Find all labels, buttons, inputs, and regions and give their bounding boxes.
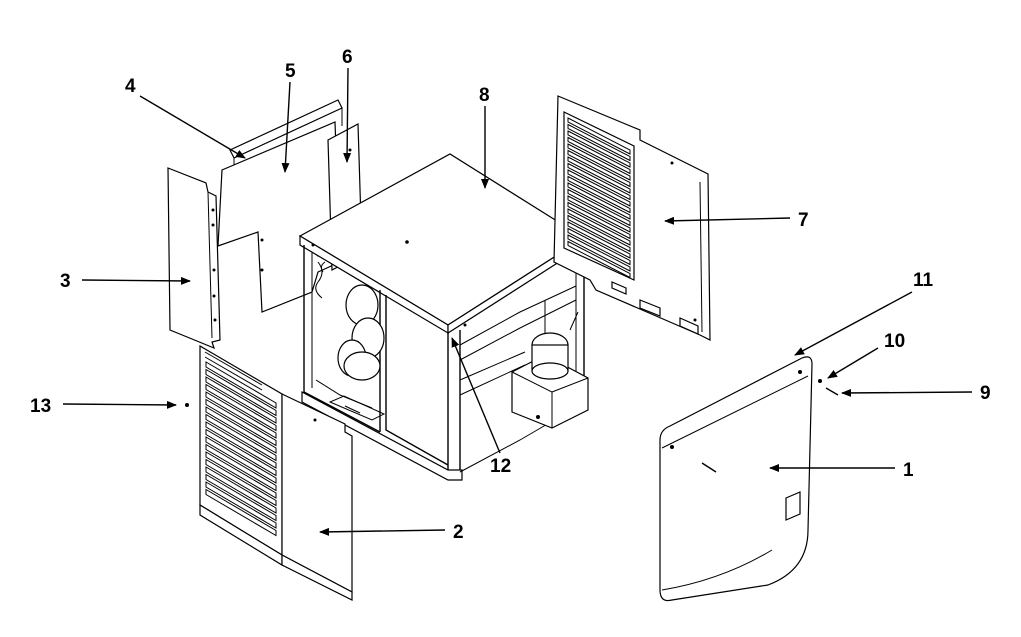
louver-slat — [205, 458, 277, 507]
louver-slat — [205, 361, 277, 409]
leader-11 — [794, 291, 913, 356]
part-13-screw — [185, 403, 189, 407]
callout-6: 6 — [342, 47, 353, 68]
callout-3: 3 — [60, 271, 71, 292]
louver-slat — [205, 383, 277, 432]
louver-slat — [205, 421, 277, 469]
louver-slat — [567, 201, 631, 240]
louver-slat — [567, 136, 631, 175]
part-8-cabinet-body — [298, 153, 589, 481]
leader-5 — [281, 81, 291, 173]
callout-11: 11 — [913, 270, 934, 291]
louver-slat — [567, 156, 631, 194]
louver-slat — [567, 234, 631, 272]
louver-slat — [567, 162, 631, 201]
callout-4: 4 — [125, 76, 136, 97]
louver-slat — [205, 443, 277, 492]
leader-3 — [81, 276, 191, 285]
louver-slat — [567, 195, 631, 233]
louver-slat — [205, 488, 277, 537]
louver-slat — [205, 428, 277, 477]
louver-slat — [567, 240, 631, 279]
louver-slat — [205, 481, 277, 529]
louver-slat — [567, 227, 631, 266]
louver-slat — [567, 188, 631, 227]
leader-2 — [319, 527, 446, 536]
louver-slat — [567, 143, 631, 181]
louver-slat — [205, 436, 277, 484]
louver-slat — [567, 130, 631, 168]
leader-13 — [62, 400, 177, 409]
leader-10 — [827, 347, 879, 379]
louver-slat — [205, 398, 277, 447]
callout-8: 8 — [479, 85, 490, 106]
louver-slat — [205, 413, 277, 462]
callout-10: 10 — [884, 331, 905, 352]
callout-labels: 1 2 3 4 5 6 7 8 9 10 11 12 13 — [30, 47, 991, 543]
louver-slat — [205, 473, 277, 522]
louver-slat — [567, 221, 631, 259]
louver-slat — [205, 406, 277, 454]
part-3-left-side-panel — [167, 167, 221, 350]
leader-4 — [139, 95, 246, 159]
louver-slat — [567, 208, 631, 246]
louver-slat — [567, 182, 631, 220]
louver-slat — [567, 123, 631, 162]
leader-7 — [664, 216, 791, 225]
callout-5: 5 — [285, 61, 296, 82]
leader-6 — [343, 67, 352, 163]
callout-12: 12 — [490, 456, 511, 477]
leader-lines — [62, 67, 973, 536]
part-9-screw — [825, 387, 839, 396]
callout-7: 7 — [798, 210, 809, 231]
louver-slat — [205, 466, 277, 514]
part-7-right-louvered-panel — [553, 95, 711, 341]
leader-9 — [841, 388, 973, 397]
callout-9: 9 — [980, 383, 991, 404]
callout-2: 2 — [453, 522, 464, 543]
part-1-front-door-panel — [659, 356, 813, 602]
leader-12 — [451, 337, 501, 454]
part-10-washer — [818, 379, 822, 383]
louver-slat — [567, 117, 631, 155]
louver-slat — [567, 149, 631, 188]
louver-slat — [205, 376, 277, 424]
callout-13: 13 — [30, 396, 51, 417]
louver-slat — [567, 214, 631, 253]
louver-slat — [205, 391, 277, 439]
louver-slat — [567, 175, 631, 214]
louver-slat — [205, 451, 277, 499]
louver-slat — [205, 368, 277, 417]
louver-slat — [567, 169, 631, 207]
part-2-front-louvered-panel — [199, 344, 353, 601]
callout-1: 1 — [903, 460, 914, 481]
